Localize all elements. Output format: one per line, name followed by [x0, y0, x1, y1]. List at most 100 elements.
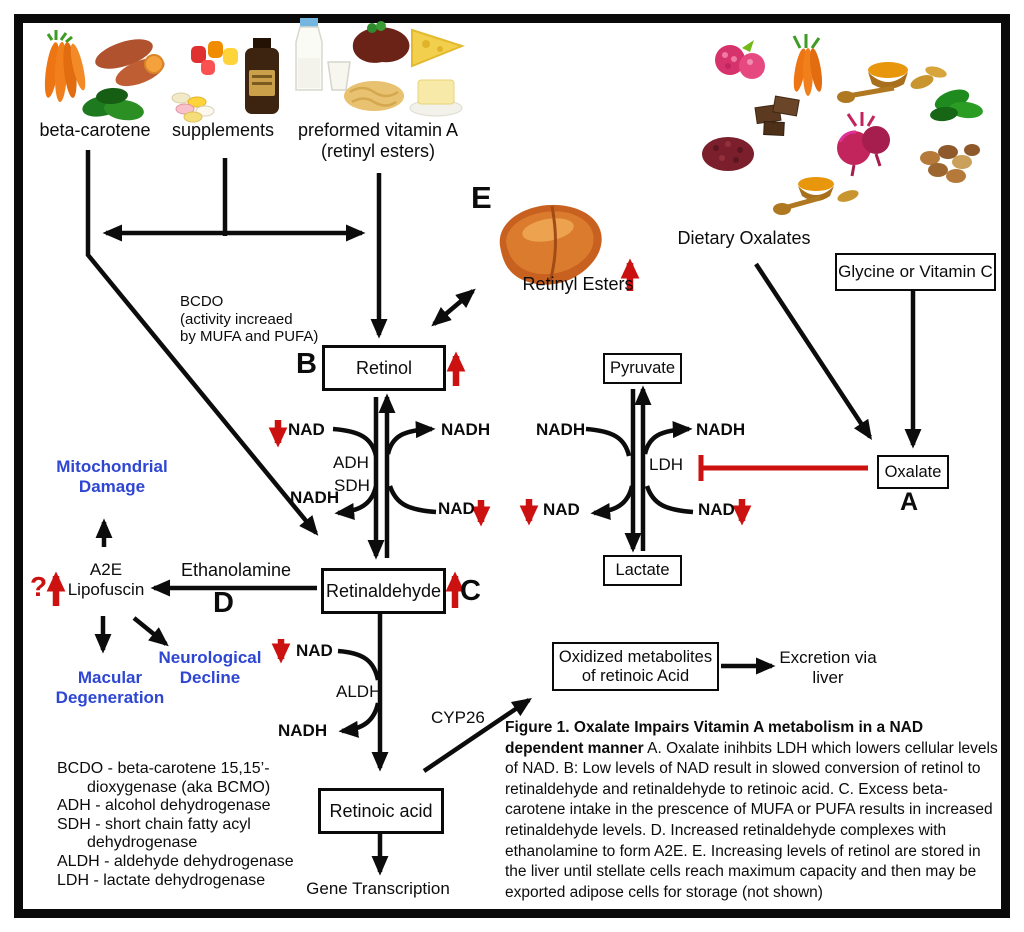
sweet-potato-icon — [95, 39, 165, 87]
nad-aldh-in: NAD — [296, 641, 333, 660]
arrow-a2e-to-neurological — [132, 616, 169, 647]
spinach-icon — [82, 87, 144, 121]
legend-line-sdh: SDH - short chain fatty acyl — [57, 815, 251, 833]
ethanolamine-label: Ethanolamine — [180, 560, 292, 580]
marker-E: E — [471, 180, 492, 215]
neurological-decline-label: Neurological Decline — [158, 648, 262, 687]
glycine-vitaminc-label: Glycine or Vitamin C — [838, 262, 993, 282]
cheese-wedge-icon — [411, 28, 465, 68]
shredded-cheese-icon — [344, 81, 404, 111]
carrots-icon — [44, 30, 86, 102]
lactate-box: Lactate — [603, 555, 682, 586]
beta-carotene-label: beta-carotene — [39, 120, 151, 140]
figure-border — [14, 14, 1010, 918]
arrow-dietary-oxalates-to-oxalate — [754, 262, 872, 441]
curve-aldh-nad-in — [337, 648, 381, 681]
curve-ldh-nad-right-in — [644, 485, 694, 515]
beets-icon — [837, 112, 890, 177]
pyruvate-box: Pyruvate — [603, 353, 682, 384]
arrow-betacarotene-to-retinaldehyde — [85, 150, 319, 536]
nadh-aldh-out: NADH — [278, 721, 328, 740]
figure-caption-title: Figure 1. Oxalate Impairs Vitamin A meta… — [505, 719, 924, 757]
mitochondrial-damage-label: Mitochondrial Damage — [56, 457, 168, 496]
pyruvate-label: Pyruvate — [609, 359, 676, 378]
oxidized-metabolites-label: Oxidized metabolites of retinoic Acid — [558, 647, 713, 685]
legend-line-adh: ADH - alcohol dehydrogenase — [57, 797, 271, 815]
figure-caption: Figure 1. Oxalate Impairs Vitamin A meta… — [505, 718, 1003, 903]
curve-ldh-nadh-in — [585, 426, 632, 457]
arrow-retinol-liver-bidirectional — [431, 288, 476, 327]
a2e-lipofuscin-label: A2E Lipofuscin — [67, 560, 145, 599]
chocolate-icon — [754, 95, 800, 137]
sdh-label: SDH — [334, 476, 370, 495]
dietary-oxalates-image — [702, 34, 983, 215]
retinyl-esters-label: Retinyl Esters — [522, 274, 634, 294]
nad-adh-in: NAD — [288, 420, 325, 439]
retinaldehyde-label: Retinaldehyde — [325, 580, 442, 601]
turmeric-bowl-icon — [837, 62, 947, 103]
retinaldehyde-box: Retinaldehyde — [321, 568, 446, 614]
macular-degeneration-label: Macular Degeneration — [55, 668, 165, 707]
preformed-vitamin-a-label: preformed vitamin A (retinyl esters) — [297, 120, 459, 161]
nad-ldh-right: NAD — [698, 500, 735, 519]
legend-line-sdh-2: dehydrogenase — [87, 834, 198, 852]
nadh-ldh-in: NADH — [536, 420, 586, 439]
oxalate-label: Oxalate — [884, 462, 942, 481]
adh-label: ADH — [333, 453, 369, 472]
cyp26-label: CYP26 — [431, 708, 485, 727]
beta-carotene-foods-image — [44, 30, 165, 121]
oxalate-box: Oxalate — [877, 455, 949, 489]
nad-ldh-left: NAD — [543, 500, 580, 519]
lactate-label: Lactate — [615, 561, 670, 580]
retinol-label: Retinol — [355, 357, 413, 378]
curve-ldh-nadh-out — [642, 421, 693, 455]
legend-line-bcdo-2: dioxygenase (aka BCMO) — [87, 778, 271, 796]
abbreviation-legend: BCDO - beta-carotene 15,15’- dioxygenase… — [57, 760, 294, 890]
excretion-via-liver-label: Excretion via liver — [779, 648, 877, 687]
curve-adh-nadh-left-out — [334, 485, 379, 521]
liver-storage-image — [499, 204, 602, 285]
nuts-icon — [920, 144, 980, 183]
curve-adh-nad-right-in — [387, 485, 437, 515]
aldh-label: ALDH — [336, 682, 382, 701]
nad-adh-right: NAD — [438, 499, 475, 518]
figure-caption-body: A. Oxalate inihbits LDH which lowers cel… — [505, 739, 998, 901]
question-mark: ? — [30, 571, 48, 602]
pills-icon — [171, 92, 215, 123]
carrots-small-icon — [792, 34, 823, 96]
legend-line-ldh: LDH - lactate dehydrogenase — [57, 871, 266, 889]
supplements-image — [171, 38, 279, 123]
curve-adh-nad-in — [332, 426, 379, 457]
nadh-adh-left: NADH — [290, 488, 340, 507]
marker-D: D — [213, 587, 234, 619]
milk-glass-icon — [327, 61, 351, 91]
nadh-ldh-out: NADH — [696, 420, 746, 439]
marker-B: B — [296, 348, 317, 380]
legend-line-aldh: ALDH - aldehyde dehydrogenase — [57, 852, 294, 870]
bcdo-note: BCDO (activity increaed by MUFA and PUFA… — [180, 293, 319, 345]
curve-adh-nadh-out — [385, 421, 436, 455]
supplements-label: supplements — [171, 120, 275, 140]
marker-A: A — [900, 488, 919, 516]
curve-aldh-nadh-out — [338, 702, 381, 738]
ldh-label: LDH — [649, 455, 684, 474]
legend-line-bcdo: BCDO - beta-carotene 15,15’- — [57, 760, 270, 777]
gummy-candy-icon — [191, 41, 238, 75]
nadh-adh-out: NADH — [441, 420, 491, 439]
turmeric-bowl-2-icon — [773, 177, 859, 215]
oxidized-metabolites-box: Oxidized metabolites of retinoic Acid — [552, 642, 719, 691]
gene-transcription-label: Gene Transcription — [306, 879, 450, 898]
dietary-oxalates-label: Dietary Oxalates — [677, 228, 811, 248]
raspberries-icon — [715, 40, 765, 79]
glycine-vitaminc-box: Glycine or Vitamin C — [835, 253, 996, 291]
butter-icon — [409, 79, 463, 117]
cod-liver-oil-bottle-icon — [245, 38, 279, 114]
arrow-cyp26 — [422, 697, 532, 773]
retinoic-acid-box: Retinoic acid — [318, 788, 444, 834]
preformed-vitamin-a-image — [295, 18, 465, 117]
curve-ldh-nad-left-out — [590, 485, 635, 521]
marker-C: C — [460, 575, 481, 607]
spinach-small-icon — [930, 89, 983, 122]
